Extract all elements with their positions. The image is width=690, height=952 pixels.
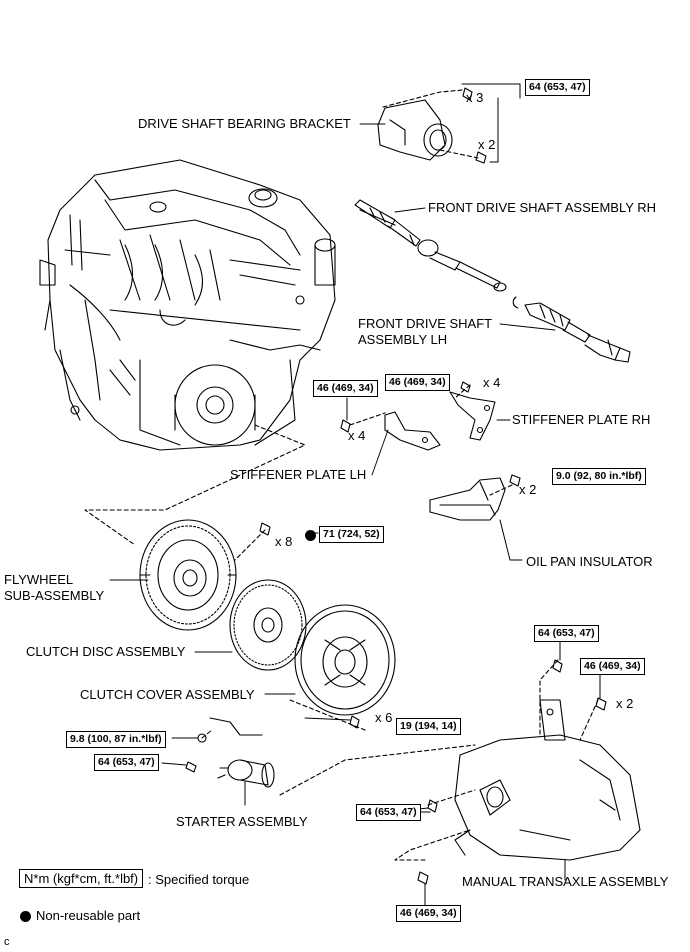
- label-clutch-cover: CLUTCH COVER ASSEMBLY: [80, 687, 255, 702]
- label-stiffener-plate-rh: STIFFENER PLATE RH: [512, 412, 651, 427]
- torque-bracket: 64 (653, 47): [525, 79, 590, 96]
- front-drive-shaft-rh: [354, 199, 507, 292]
- legend-nonreusable-dot: [20, 911, 31, 922]
- qty-clutch-cover: x 6: [375, 710, 393, 725]
- label-oil-pan-insulator: OIL PAN INSULATOR: [526, 554, 653, 569]
- snap-ring: [512, 296, 519, 309]
- torque-flywheel: 71 (724, 52): [319, 526, 384, 543]
- qty-bracket-bottom: x 2: [478, 137, 496, 152]
- transaxle-bolts: [417, 659, 607, 885]
- legend-torque-desc: : Specified torque: [148, 872, 250, 887]
- torque-transaxle-top: 64 (653, 47): [534, 625, 599, 642]
- label-manual-transaxle: MANUAL TRANSAXLE ASSEMBLY: [462, 874, 669, 889]
- label-starter-assembly: STARTER ASSEMBLY: [176, 814, 308, 829]
- label-clutch-disc: CLUTCH DISC ASSEMBLY: [26, 644, 186, 659]
- torque-oil-pan: 9.0 (92, 80 in.*lbf): [552, 468, 646, 485]
- starter-bolt: [185, 761, 197, 773]
- torque-stiffener-lh: 46 (469, 34): [313, 380, 378, 397]
- flywheel-illustration: [139, 519, 237, 631]
- corner-code: c: [4, 936, 10, 948]
- qty-stiffener-rh: x 4: [483, 375, 501, 390]
- torque-clutch-cover: 19 (194, 14): [396, 718, 461, 735]
- drive-shaft-bearing-bracket: [377, 99, 453, 161]
- bracket-bolts: [462, 87, 487, 164]
- stiffener-plate-lh: [384, 411, 441, 451]
- stiffener-lh-bolt: [340, 419, 351, 433]
- label-front-drive-shaft-rh: FRONT DRIVE SHAFT ASSEMBLY RH: [428, 200, 657, 215]
- clutch-cover-bolt: [349, 715, 360, 729]
- stiffener-plate-rh: [449, 391, 496, 441]
- nonreusable-marker-flywheel: [305, 530, 316, 541]
- label-drive-shaft-bearing-bracket: DRIVE SHAFT BEARING BRACKET: [138, 116, 351, 131]
- torque-starter: 64 (653, 47): [94, 754, 159, 771]
- torque-wire-nut: 9.8 (100, 87 in.*lbf): [66, 731, 166, 748]
- oil-pan-bolt: [509, 474, 521, 487]
- qty-stiffener-lh: x 4: [348, 428, 366, 443]
- torque-transaxle-right: 46 (469, 34): [580, 658, 645, 675]
- front-drive-shaft-lh: [524, 302, 631, 363]
- oil-pan-insulator: [429, 477, 506, 521]
- legend-torque-units: N*m (kgf*cm, ft.*lbf): [19, 869, 144, 888]
- qty-bracket-top: x 3: [466, 90, 484, 105]
- qty-flywheel: x 8: [275, 534, 293, 549]
- label-front-drive-shaft-lh-line2: ASSEMBLY LH: [358, 332, 448, 347]
- manual-transaxle-illustration: [454, 699, 641, 861]
- legend-nonreusable-text: Non-reusable part: [36, 908, 141, 923]
- torque-transaxle-bottom: 46 (469, 34): [396, 905, 461, 922]
- starter-wire: [209, 717, 263, 736]
- engine-block-illustration: [39, 159, 336, 451]
- label-front-drive-shaft-lh-line1: FRONT DRIVE SHAFT: [358, 316, 493, 331]
- starter-illustration: [217, 759, 275, 788]
- flywheel-bolt: [259, 522, 271, 536]
- qty-oil-pan: x 2: [519, 482, 537, 497]
- label-flywheel-line2: SUB-ASSEMBLY: [4, 588, 105, 603]
- clutch-cover-illustration: [294, 604, 396, 716]
- label-flywheel-line1: FLYWHEEL: [4, 572, 74, 587]
- label-stiffener-plate-lh: STIFFENER PLATE LH: [230, 467, 367, 482]
- qty-transaxle-right: x 2: [616, 696, 634, 711]
- torque-stiffener-rh: 46 (469, 34): [385, 374, 450, 391]
- dashed-guide-lines: [84, 89, 599, 861]
- torque-transaxle-mid: 64 (653, 47): [356, 804, 421, 821]
- stiffener-rh-bolt: [460, 381, 471, 393]
